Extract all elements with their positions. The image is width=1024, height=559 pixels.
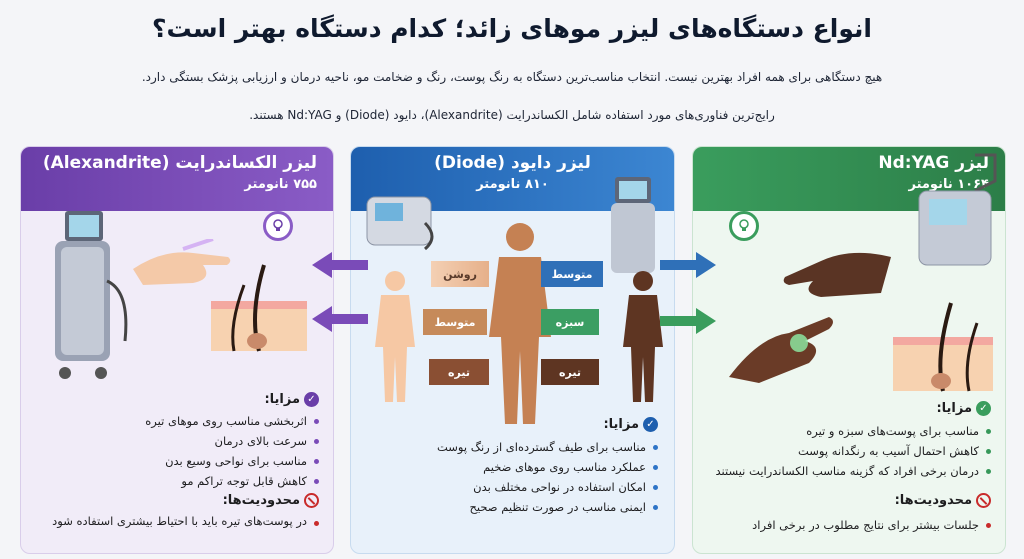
arrow-to-ndyag-upper (660, 252, 716, 278)
arrow-to-alexandrite-upper (312, 252, 368, 278)
limitations-list: در پوست‌های تیره باید با احتیاط بیشتری ا… (39, 513, 319, 529)
card-name: لیزر Nd:YAG (878, 153, 989, 173)
list-item: اثربخشی مناسب روی موهای تیره (33, 411, 319, 431)
limitations-title: محدودیت‌ها: (895, 493, 991, 508)
bulb-icon (263, 211, 293, 241)
limitations-title: محدودیت‌ها: (223, 493, 319, 508)
hair-follicle (893, 302, 993, 392)
list-item: کاهش احتمال آسیب به رنگدانه پوست (701, 441, 991, 461)
card-header: لیزر الکساندرایت (Alexandrite) ۷۵۵ نانوم… (21, 147, 333, 211)
card-alexandrite: لیزر الکساندرایت (Alexandrite) ۷۵۵ نانوم… (20, 146, 334, 554)
hand (729, 317, 833, 383)
intro-line-2: رایج‌ترین فناوری‌های مورد استفاده شامل ا… (249, 108, 775, 122)
header: انواع دستگاه‌های لیزر موهای زائد؛ کدام د… (0, 0, 1024, 140)
skin-tone-dark-left: تیره (429, 359, 489, 385)
page-title: انواع دستگاه‌های لیزر موهای زائد؛ کدام د… (152, 14, 872, 43)
advantages-title: ✓مزایا: (603, 417, 658, 432)
advantages-title: ✓مزایا: (264, 392, 319, 407)
hand (133, 239, 231, 285)
advantages-list: مناسب برای پوست‌های سبزه و تیره کاهش احت… (701, 421, 991, 481)
list-item: عملکرد مناسب روی موهای ضخیم (362, 457, 658, 477)
skin-tone-medium-right: متوسط (541, 261, 603, 287)
card-ndyag: لیزر Nd:YAG ۱۰۶۴ نانومتر ✓مزایا: مناسب ب… (692, 146, 1006, 554)
skin-tone-dark-right: تیره (541, 359, 599, 385)
list-item: درمان برخی افراد که گزینه مناسب الکساندر… (701, 461, 991, 481)
check-icon: ✓ (643, 417, 658, 432)
check-icon: ✓ (304, 392, 319, 407)
advantages-title: ✓مزایا: (936, 401, 991, 416)
limitations-list: جلسات بیشتر برای نتایج مطلوب در برخی افر… (701, 515, 991, 535)
list-item: جلسات بیشتر برای نتایج مطلوب در برخی افر… (701, 515, 991, 535)
laser-device (611, 177, 655, 273)
list-item: مناسب برای پوست‌های سبزه و تیره (701, 421, 991, 441)
human-silhouette (375, 271, 415, 402)
hand (783, 252, 891, 297)
card-name: لیزر الکساندرایت (Alexandrite) (42, 153, 317, 173)
ban-icon (304, 493, 319, 508)
human-silhouette (489, 223, 551, 424)
card-wavelength: ۸۱۰ نانومتر (476, 177, 549, 192)
hair-follicle (211, 264, 307, 352)
check-icon: ✓ (976, 401, 991, 416)
laser-device (366, 196, 434, 251)
ban-icon (976, 493, 991, 508)
list-item: مناسب برای نواحی وسیع بدن (33, 451, 319, 471)
laser-device (918, 153, 997, 266)
card-wavelength: ۷۵۵ نانومتر (244, 177, 317, 192)
list-item: سرعت بالای درمان (33, 431, 319, 451)
arrow-to-alexandrite-lower (312, 306, 368, 332)
card-diode: لیزر دایود (Diode) ۸۱۰ نانومتر روشن متوس… (350, 146, 675, 554)
laser-device (55, 211, 128, 379)
list-item: امکان استفاده در نواحی مختلف بدن (362, 477, 658, 497)
card-name: لیزر دایود (Diode) (434, 153, 591, 173)
list-item: در پوست‌های تیره باید با احتیاط بیشتری ا… (39, 513, 319, 529)
advantages-list: مناسب برای طیف گسترده‌ای از رنگ پوست عمل… (362, 437, 658, 517)
skin-tone-tan: سبزه (541, 309, 599, 335)
bulb-icon (729, 211, 759, 241)
skin-tone-light: روشن (431, 261, 489, 287)
arrow-to-ndyag-lower (660, 308, 716, 334)
human-silhouette (623, 271, 663, 402)
list-item: ایمنی مناسب در صورت تنظیم صحیح (362, 497, 658, 517)
intro-line-1: هیچ دستگاهی برای همه افراد بهترین نیست. … (141, 70, 883, 84)
advantages-list: اثربخشی مناسب روی موهای تیره سرعت بالای … (33, 411, 319, 491)
list-item: کاهش قابل توجه تراکم مو (33, 471, 319, 491)
skin-tone-medium-left: متوسط (423, 309, 487, 335)
list-item: مناسب برای طیف گسترده‌ای از رنگ پوست (362, 437, 658, 457)
